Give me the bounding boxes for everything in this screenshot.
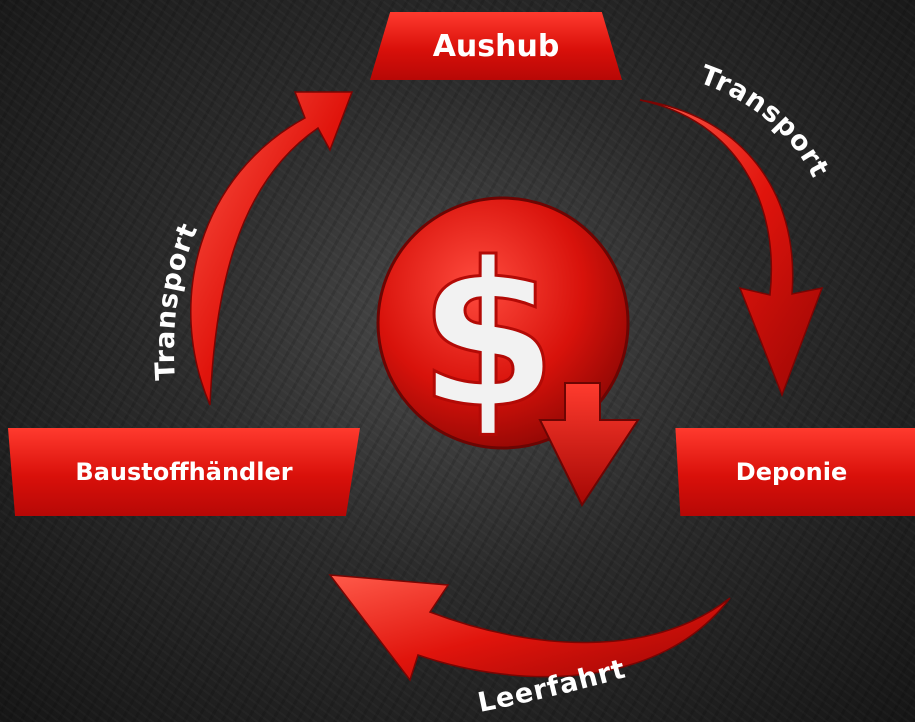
right-arrow: [639, 99, 824, 398]
edge-label-right: Transport: [696, 60, 834, 183]
dollar-symbol: $: [418, 220, 557, 453]
left-arrow: [190, 91, 354, 406]
node-aushub: Aushub: [370, 12, 622, 80]
node-baustoffhaendler-label: Baustoffhändler: [75, 458, 293, 486]
node-deponie: Deponie: [675, 428, 915, 516]
node-baustoffhaendler: Baustoffhändler: [8, 428, 360, 516]
down-arrow-icon: [538, 382, 640, 508]
node-deponie-label: Deponie: [735, 458, 848, 486]
svg-text:Transport: Transport: [696, 60, 835, 183]
node-aushub-label: Aushub: [432, 28, 560, 64]
bottom-arrow: [328, 574, 731, 682]
